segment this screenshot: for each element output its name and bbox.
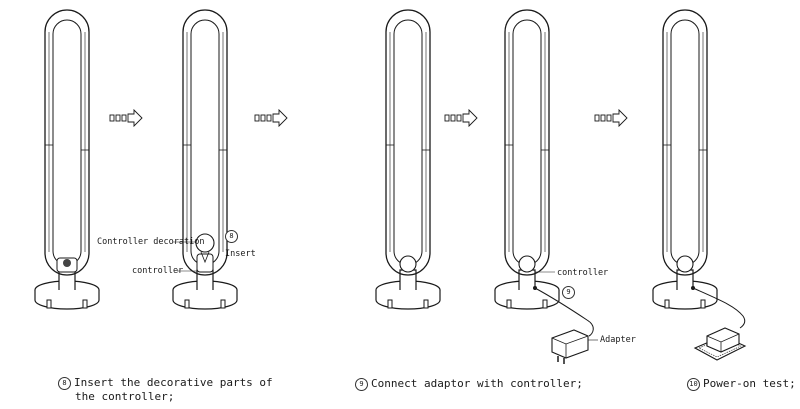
adapter-icon [551,329,598,364]
step-badge: 9 [562,286,575,299]
step-number: 10 [687,377,700,391]
controller-label: controller [132,266,184,276]
adapter-label: Adapter [600,335,636,345]
lamp-step8-before [34,9,100,310]
insert-label: Insert [225,249,256,259]
socket-icon [693,327,747,361]
step-number: 9 [355,377,368,391]
step-number: 8 [58,376,71,390]
step8-caption-line2: the controller; [75,389,175,403]
step8-caption-line1: Insert the decorative parts of [74,376,273,389]
arrow-icon [444,109,478,127]
lamp-step10-test [652,9,746,329]
arrow-icon [109,109,143,127]
arrow-icon [254,109,288,127]
controller-decoration-label: Controller decoration [97,237,205,247]
step9-caption-line1: Connect adaptor with controller; [371,377,583,390]
step-badge: 8 [225,230,238,243]
controller-label: controller [557,268,609,278]
lamp-step9-connect [494,9,594,337]
arrow-icon [594,109,628,127]
lamp-step9-before [375,9,441,310]
step10-caption-line1: Power-on test; [703,377,796,390]
lamp-step8-insert [172,9,238,310]
